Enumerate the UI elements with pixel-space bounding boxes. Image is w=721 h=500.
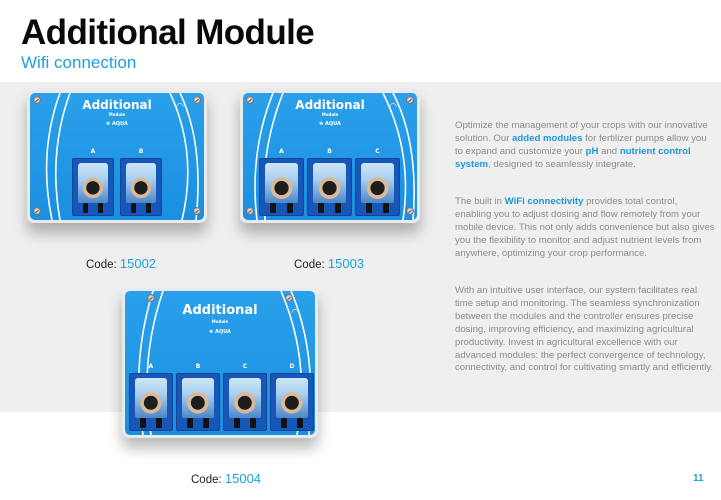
page-title: Additional Module	[21, 13, 315, 52]
product-image-15002: Additional Module ❀ AQUA ◠ A B	[27, 90, 207, 223]
product-code-15002: Code: 15002	[86, 256, 157, 271]
wifi-icon: ◠	[176, 101, 184, 111]
highlight-added-modules: added modules	[512, 132, 583, 144]
channel-label: C	[242, 363, 248, 370]
pump-channel-a: A	[259, 146, 304, 216]
pump-channel-a: A	[72, 146, 114, 216]
pump-channel-a: A	[129, 361, 173, 431]
device-subtitle: Module	[108, 112, 126, 117]
decorative-arcs-icon	[254, 93, 415, 220]
peristaltic-pump-icon	[176, 373, 220, 431]
code-value: 15003	[327, 256, 365, 271]
screw-icon	[33, 207, 41, 215]
page-subtitle: Wifi connection	[21, 53, 137, 72]
page-number: 11	[693, 473, 704, 484]
highlight-ph: pH	[585, 145, 599, 157]
module-panel: Additional Module ❀ AQUA ◠ A B C	[243, 93, 417, 220]
device-title: Additional	[295, 98, 365, 112]
screw-icon	[33, 96, 41, 104]
description-paragraph-2: The built in WiFi connectivity provides …	[455, 196, 715, 259]
aqua-drop-icon: ❀	[209, 329, 216, 335]
screw-icon	[285, 294, 293, 302]
product-image-15004: Additional Module ❀ AQUA ◠ A B C D	[122, 288, 318, 438]
channel-label: C	[375, 148, 380, 155]
product-code-15003: Code: 15003	[294, 256, 365, 271]
peristaltic-pump-icon	[259, 158, 304, 216]
channel-label: B	[195, 363, 201, 370]
screw-icon	[246, 96, 254, 104]
aqua-drop-icon: ❀	[106, 121, 113, 127]
device-brand: ❀ AQUA	[319, 121, 341, 127]
peristaltic-pump-icon	[72, 158, 114, 216]
module-panel: Additional Module ❀ AQUA ◠ A B C D	[125, 291, 315, 435]
screw-icon	[406, 96, 414, 104]
pump-channel-d: D	[270, 361, 314, 431]
wifi-icon: ◠	[389, 101, 397, 111]
highlight-wifi-connectivity: WiFi connectivity	[504, 196, 584, 207]
channel-label: D	[289, 363, 295, 370]
screw-icon	[193, 207, 201, 215]
product-code-15004: Code: 15004	[191, 471, 262, 486]
channel-label: A	[279, 148, 284, 155]
device-subtitle: Module	[321, 112, 339, 117]
pump-channel-b: B	[120, 146, 162, 216]
channel-label: A	[148, 363, 154, 370]
channel-label: B	[327, 148, 332, 155]
aqua-drop-icon: ❀	[319, 121, 326, 127]
description-paragraph-1: Optimize the management of your crops wi…	[455, 120, 708, 170]
device-title: Additional	[82, 98, 152, 112]
screw-icon	[193, 96, 201, 104]
code-value: 15004	[224, 471, 262, 486]
highlight-nutrient-control: nutrient control system	[455, 145, 691, 170]
peristaltic-pump-icon	[355, 158, 400, 216]
device-title: Additional	[182, 303, 258, 318]
peristaltic-pump-icon	[270, 373, 314, 431]
product-image-15003: Additional Module ❀ AQUA ◠ A B C	[240, 90, 420, 223]
description-paragraph-3: With an intuitive user interface, our sy…	[455, 285, 714, 374]
channel-label: B	[138, 148, 144, 155]
device-brand: ❀ AQUA	[106, 121, 128, 127]
device-subtitle: Module	[211, 319, 229, 324]
pump-channel-b: B	[307, 146, 352, 216]
decorative-arcs-icon	[45, 93, 199, 220]
screw-icon	[406, 207, 414, 215]
pump-channel-c: C	[223, 361, 267, 431]
module-panel: Additional Module ❀ AQUA ◠ A B	[30, 93, 204, 220]
screw-icon	[147, 294, 155, 302]
code-value: 15002	[119, 256, 157, 271]
peristaltic-pump-icon	[307, 158, 352, 216]
pump-channel-b: B	[176, 361, 220, 431]
peristaltic-pump-icon	[120, 158, 162, 216]
peristaltic-pump-icon	[129, 373, 173, 431]
channel-label: A	[90, 148, 96, 155]
pump-channel-c: C	[355, 146, 400, 216]
wifi-icon: ◠	[291, 307, 299, 317]
peristaltic-pump-icon	[223, 373, 267, 431]
screw-icon	[246, 207, 254, 215]
device-brand: ❀ AQUA	[209, 329, 231, 335]
